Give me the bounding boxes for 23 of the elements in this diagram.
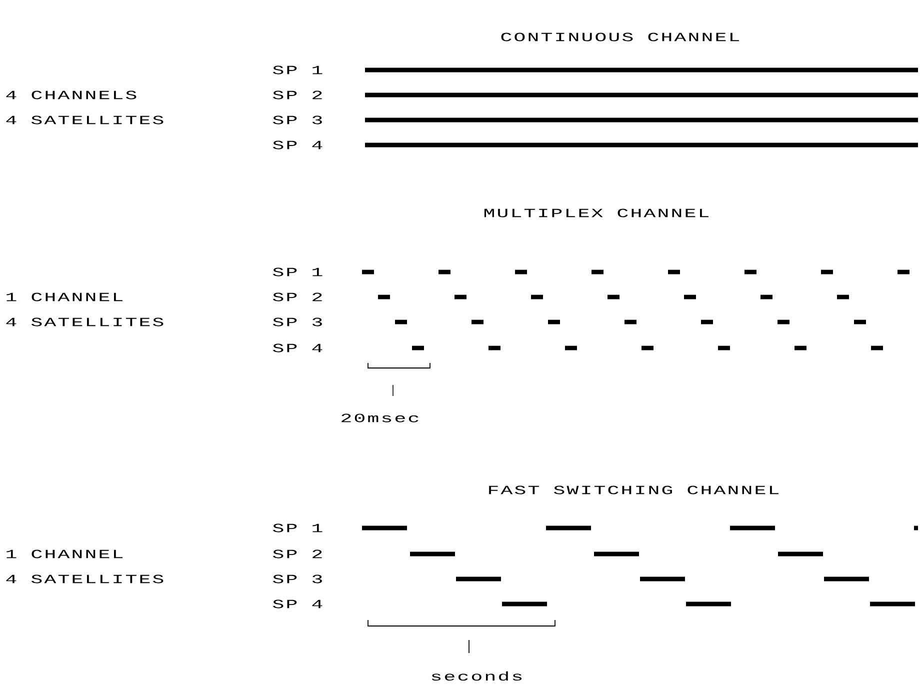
section-title: MULTIPLEX CHANNEL [484,208,708,218]
row-label: SP 1 [272,524,322,532]
row-label: SP 2 [272,292,322,302]
row-label: SP 4 [272,600,322,608]
group-label: 4 SATELLITES [6,574,164,584]
row-label: SP 1 [272,268,322,276]
row-label: SP 3 [272,318,322,326]
row-label: SP 3 [272,116,322,124]
row-label: SP 2 [272,90,322,100]
row-label: SP 3 [272,574,322,584]
group-label: 4 CHANNELS [6,90,136,100]
section-title: FAST SWITCHING CHANNEL [489,486,778,494]
group-label: 1 CHANNEL [6,292,122,302]
row-label: SP 4 [272,344,322,352]
section-title: CONTINUOUS CHANNEL [501,32,739,42]
scale-label: 20msec [342,414,418,422]
row-label: SP 1 [272,66,322,74]
group-label: 4 SATELLITES [6,318,164,326]
row-label: SP 4 [272,140,322,150]
row-label: SP 2 [272,550,322,558]
group-label: 4 SATELLITES [6,116,164,124]
scale-label: seconds [432,671,522,681]
group-label: 1 CHANNEL [6,550,122,558]
